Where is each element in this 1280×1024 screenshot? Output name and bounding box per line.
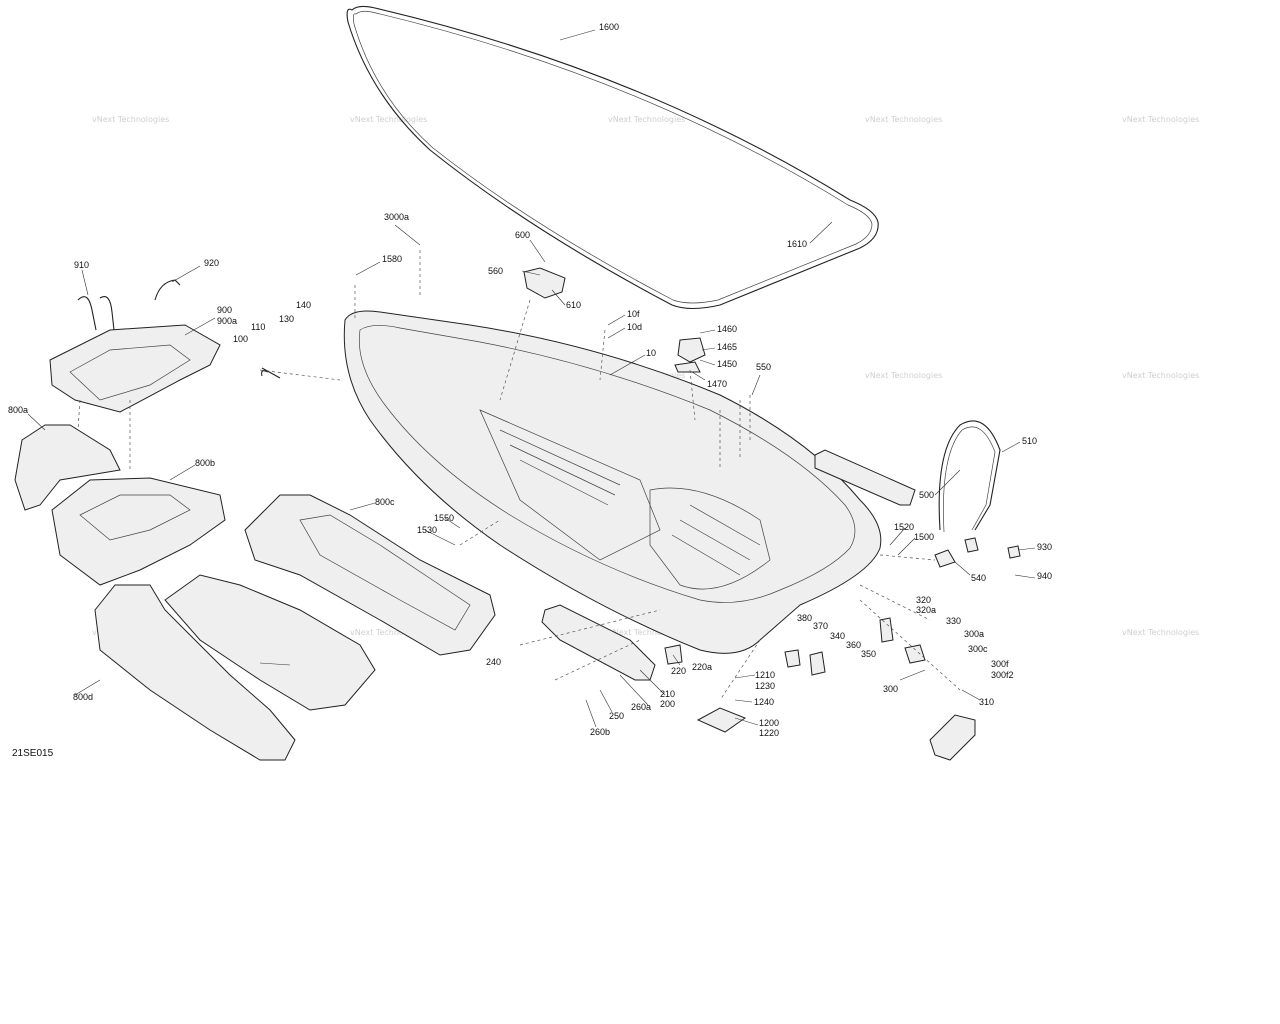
part-label: 1500	[914, 532, 934, 542]
part-label: 210	[660, 689, 675, 699]
watermark: vNext Technologies	[1122, 628, 1199, 637]
part-label: 220a	[692, 662, 712, 672]
part-label: 600	[515, 230, 530, 240]
part-10-hull	[343, 310, 882, 654]
part-label: 310	[979, 697, 994, 707]
part-label: 220	[671, 666, 686, 676]
part-label: 1610	[787, 239, 807, 249]
part-label: 940	[1037, 571, 1052, 581]
part-label: 370	[813, 621, 828, 631]
part-label: 10d	[627, 322, 642, 332]
part-label: 800c	[375, 497, 395, 507]
part-label: 300c	[968, 644, 988, 654]
part-label: 140	[296, 300, 311, 310]
part-800b-foam	[51, 477, 226, 586]
watermark: vNext Technologies	[1122, 115, 1199, 124]
part-label: 500	[919, 490, 934, 500]
part-500-hose	[938, 420, 1001, 533]
part-label: 920	[204, 258, 219, 268]
part-label: 1550	[434, 513, 454, 523]
part-label: 1230	[755, 681, 775, 691]
part-800c-foam	[244, 494, 496, 656]
part-label: 380	[797, 613, 812, 623]
part-900-storage-bin	[49, 279, 221, 413]
part-label: 560	[488, 266, 503, 276]
part-labels: 1600 1610 3000a 1580 600 560 610 910 920…	[8, 22, 1052, 738]
watermark: vNext Technologies	[608, 628, 685, 637]
part-label: 1450	[717, 359, 737, 369]
part-rail	[814, 449, 916, 506]
part-label: 800d	[73, 692, 93, 702]
part-label: 320	[916, 595, 931, 605]
part-label: 1210	[755, 670, 775, 680]
part-1600-gasket	[346, 5, 879, 310]
part-label: 1470	[707, 379, 727, 389]
part-label: 250	[609, 711, 624, 721]
part-label: 3000a	[384, 212, 409, 222]
part-label: 900a	[217, 316, 237, 326]
part-label: 1580	[382, 254, 402, 264]
part-label: 510	[1022, 436, 1037, 446]
part-center-foam	[164, 574, 376, 711]
part-label: 240	[486, 657, 501, 667]
part-label: 350	[861, 649, 876, 659]
diagram-code: 21SE015	[12, 748, 54, 759]
watermark: vNext Technologies	[1122, 371, 1199, 380]
part-label: 910	[74, 260, 89, 270]
part-label: 1460	[717, 324, 737, 334]
part-label: 930	[1037, 542, 1052, 552]
part-label: 10f	[627, 309, 640, 319]
part-label: 1530	[417, 525, 437, 535]
part-label: 330	[946, 616, 961, 626]
watermark: vNext Technologies	[865, 115, 942, 124]
part-label: 300	[883, 684, 898, 694]
part-800a-foam	[14, 424, 121, 511]
part-label: 130	[279, 314, 294, 324]
part-label: 100	[233, 334, 248, 344]
part-label: 200	[660, 699, 675, 709]
part-label: 300f	[991, 659, 1009, 669]
part-label: 1520	[894, 522, 914, 532]
part-label: 260a	[631, 702, 651, 712]
part-label: 360	[846, 640, 861, 650]
part-label: 1465	[717, 342, 737, 352]
part-310-plate	[929, 714, 976, 761]
part-label: 300a	[964, 629, 984, 639]
leader-lines	[27, 29, 1036, 728]
part-label: 1240	[754, 697, 774, 707]
part-label: 800a	[8, 405, 28, 415]
part-label: 110	[251, 322, 265, 332]
part-label: 10	[646, 348, 656, 358]
part-label: 800b	[195, 458, 215, 468]
watermark: vNext Technologies	[92, 115, 169, 124]
part-label: 1220	[759, 728, 779, 738]
part-label: 1600	[599, 22, 619, 32]
part-label: 1200	[759, 718, 779, 728]
watermark: vNext Technologies	[608, 115, 685, 124]
part-label: 320a	[916, 605, 936, 615]
assembly-lines	[77, 250, 961, 701]
watermark: vNext Technologies	[350, 628, 427, 637]
part-label: 900	[217, 305, 232, 315]
part-label: 550	[756, 362, 771, 372]
part-label: 260b	[590, 727, 610, 737]
part-800d-foam	[94, 584, 296, 761]
watermark: vNext Technologies	[350, 115, 427, 124]
watermark: vNext Technologies	[865, 371, 942, 380]
part-label: 340	[830, 631, 845, 641]
part-label: 540	[971, 573, 986, 583]
part-1200-plate	[696, 707, 747, 733]
part-label: 300f2	[991, 670, 1014, 680]
part-label: 610	[566, 300, 581, 310]
